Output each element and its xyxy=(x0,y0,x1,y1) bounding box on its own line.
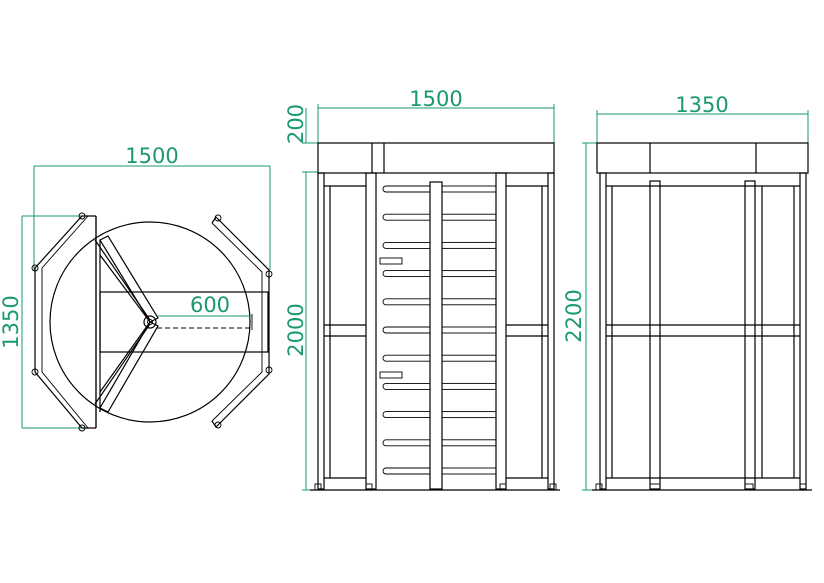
right-fence xyxy=(211,214,273,429)
front-center-post xyxy=(429,181,443,490)
front-arm-left xyxy=(382,185,430,193)
side-frame xyxy=(592,172,812,491)
top-view-depth-dimension: 1350 xyxy=(0,215,96,429)
front-arm-right xyxy=(441,326,497,334)
front-view-width-dimension: 1500 xyxy=(317,87,555,143)
front-arm-right xyxy=(441,439,497,447)
rotor-sweep-circle xyxy=(49,221,251,423)
side-view-width-label: 1350 xyxy=(675,93,728,117)
front-arm-right xyxy=(441,270,497,278)
arm-length-label: 600 xyxy=(190,293,230,317)
front-handle-upper xyxy=(379,257,403,265)
top-view: 1500 1350 xyxy=(0,144,273,432)
top-view-width-label: 1500 xyxy=(125,144,178,168)
rotor-hub xyxy=(143,315,157,329)
front-arm-left xyxy=(382,382,430,390)
side-view: 1350 2200 xyxy=(562,93,812,491)
arm-dimension: 600 xyxy=(157,293,253,330)
front-arm-right xyxy=(441,382,497,390)
front-arm-right xyxy=(441,354,497,362)
side-canopy xyxy=(596,142,809,174)
front-view-top-dimension: 200 xyxy=(284,104,318,144)
side-view-height-dimension: 2200 xyxy=(562,142,597,491)
front-arm-left xyxy=(382,241,430,249)
front-arm-right xyxy=(441,213,497,221)
passage-rect xyxy=(99,291,269,353)
front-rotor-arms xyxy=(382,185,497,475)
front-right-frame xyxy=(310,172,560,491)
front-arm-left xyxy=(382,411,430,419)
side-view-height-label: 2200 xyxy=(562,289,586,342)
front-arm-left xyxy=(382,326,430,334)
front-arm-right xyxy=(441,185,497,193)
front-arm-right xyxy=(441,467,497,475)
front-handle-lower xyxy=(379,371,403,379)
front-arm-left xyxy=(382,270,430,278)
front-arm-right xyxy=(441,241,497,249)
front-arm-left xyxy=(382,467,430,475)
front-view-top-label: 200 xyxy=(284,104,308,144)
front-view-width-label: 1500 xyxy=(409,87,462,111)
front-arm-left xyxy=(382,213,430,221)
front-view-height-dimension: 2000 xyxy=(284,171,318,491)
front-arm-right xyxy=(441,411,497,419)
front-arm-left xyxy=(382,298,430,306)
front-arm-left xyxy=(382,354,430,362)
top-view-depth-label: 1350 xyxy=(0,295,23,348)
front-left-frame xyxy=(314,172,377,491)
front-view-height-label: 2000 xyxy=(284,303,308,356)
top-view-width-dimension: 1500 xyxy=(33,144,271,270)
left-fence xyxy=(31,212,101,432)
side-view-width-dimension: 1350 xyxy=(596,93,809,143)
front-arm-left xyxy=(382,439,430,447)
front-arm-right xyxy=(441,298,497,306)
front-canopy xyxy=(317,142,555,174)
front-view: 1500 200 2000 xyxy=(284,87,560,491)
